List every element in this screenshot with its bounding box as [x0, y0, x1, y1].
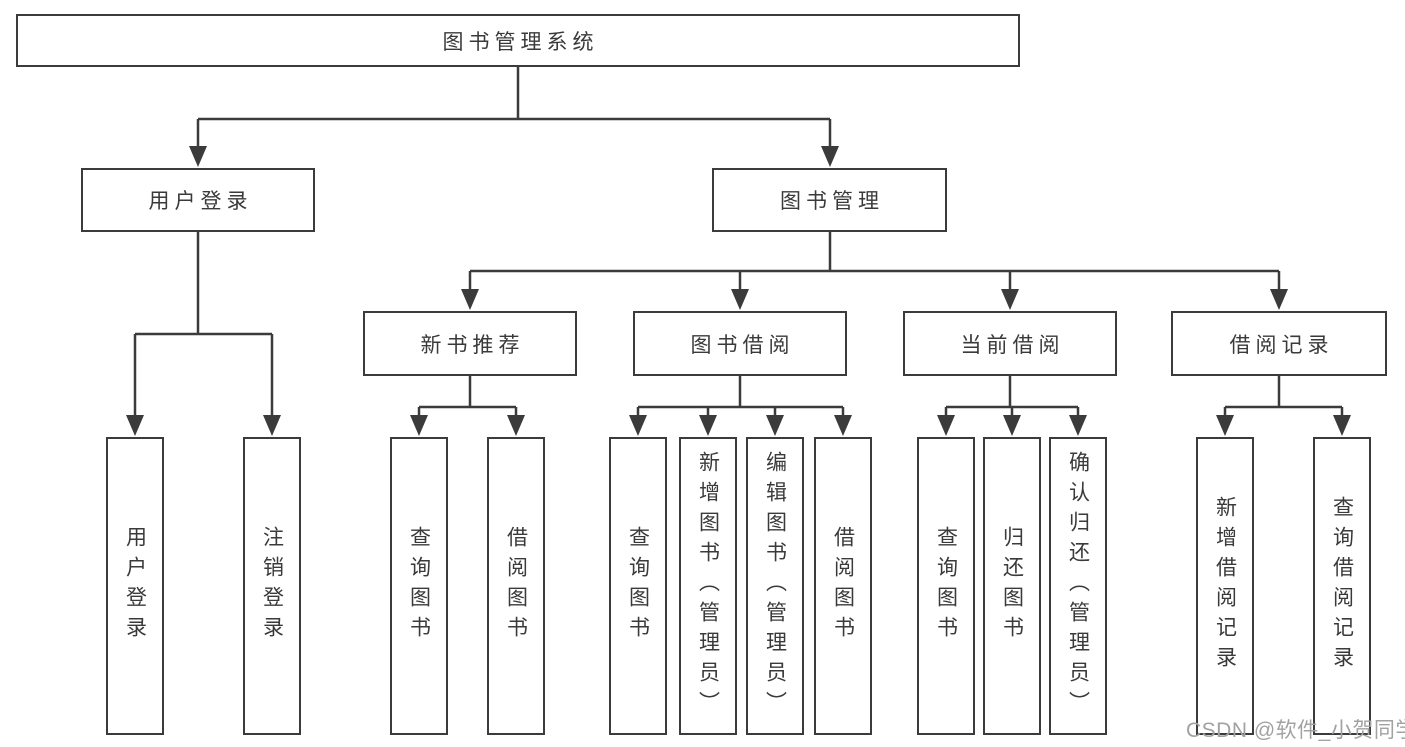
- node-label: 图书借阅: [690, 333, 795, 357]
- node-logout-action: 注销登录: [243, 437, 301, 735]
- node-recommend-borrow-book: 借阅图书: [487, 437, 545, 735]
- csdn-watermark: CSDN @软件_小贺同学: [1186, 719, 1405, 742]
- node-borrow-edit-book-admin: 编辑图书（管理员）: [746, 437, 804, 735]
- node-label: 查询图书: [407, 526, 431, 646]
- node-current-confirm-return-admin: 确认归还（管理员）: [1049, 437, 1107, 735]
- node-label: 编辑图书（管理员）: [763, 451, 787, 721]
- node-label: 新增图书（管理员）: [696, 451, 720, 721]
- node-borrow-query-book: 查询图书: [609, 437, 667, 735]
- node-label: 借阅记录: [1229, 333, 1334, 357]
- node-borrow-add-book-admin: 新增图书（管理员）: [679, 437, 737, 735]
- node-current-return-book: 归还图书: [983, 437, 1041, 735]
- node-book-management: 图书管理: [712, 168, 947, 232]
- node-book-borrow: 图书借阅: [633, 311, 847, 376]
- node-label: 借阅图书: [831, 526, 855, 646]
- node-label: 新增借阅记录: [1213, 496, 1237, 676]
- node-borrow-record: 借阅记录: [1171, 311, 1387, 376]
- node-record-query-record: 查询借阅记录: [1313, 437, 1371, 735]
- node-label: 查询借阅记录: [1330, 496, 1354, 676]
- node-label: 借阅图书: [504, 526, 528, 646]
- node-borrow-borrow-book: 借阅图书: [814, 437, 872, 735]
- node-current-query-book: 查询图书: [917, 437, 975, 735]
- node-login-action: 用户登录: [106, 437, 164, 735]
- node-current-borrow: 当前借阅: [903, 311, 1117, 376]
- node-library-system: 图书管理系统: [16, 14, 1020, 67]
- node-label: 新书推荐: [420, 333, 525, 357]
- node-recommend-query-book: 查询图书: [390, 437, 448, 735]
- node-record-add-record: 新增借阅记录: [1196, 437, 1254, 735]
- node-label: 当前借阅: [960, 333, 1065, 357]
- node-label: 图书管理系统: [442, 30, 599, 54]
- node-label: 归还图书: [1000, 526, 1024, 646]
- node-label: 查询图书: [934, 526, 958, 646]
- node-new-book-recommend: 新书推荐: [363, 311, 577, 376]
- node-label: 用户登录: [148, 190, 253, 213]
- node-label: 查询图书: [626, 526, 650, 646]
- node-label: 用户登录: [123, 526, 147, 646]
- node-label: 图书管理: [780, 190, 884, 213]
- node-label: 注销登录: [260, 526, 284, 646]
- node-label: 确认归还（管理员）: [1066, 451, 1090, 721]
- node-user-login: 用户登录: [81, 168, 315, 232]
